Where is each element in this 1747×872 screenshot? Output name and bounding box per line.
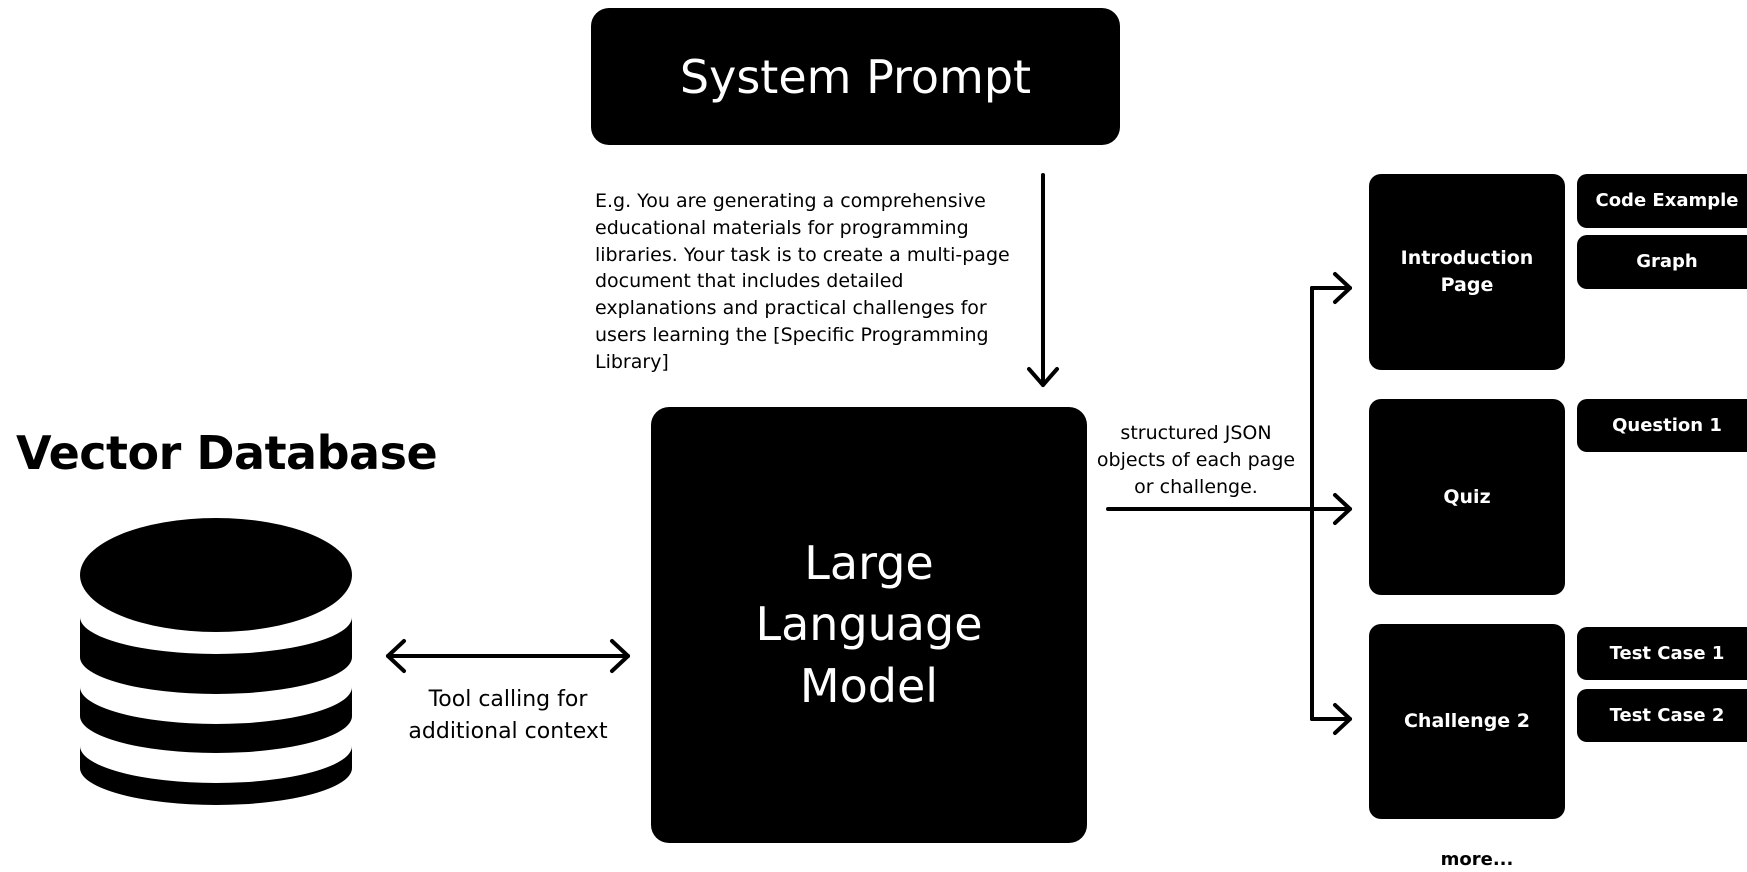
item-tag-question: Question 1 — [1577, 399, 1747, 452]
vector-database-title: Vector Database — [16, 426, 438, 480]
item-tag-label: Test Case 2 — [1609, 704, 1725, 726]
system-prompt-box: System Prompt — [591, 8, 1120, 145]
item-tag-graph: Graph — [1577, 235, 1747, 289]
database-disk-lower — [80, 687, 352, 753]
arrowhead-introduction — [1333, 272, 1352, 304]
database-disk-upper — [80, 617, 352, 694]
database-disk-bottom — [80, 746, 352, 805]
more-label: more... — [1440, 849, 1514, 870]
page-card-label: Challenge 2 — [1403, 710, 1531, 733]
page-card-quiz: Quiz — [1369, 399, 1565, 595]
database-icon — [80, 518, 352, 805]
json-output-label: structured JSON objects of each page or … — [1096, 422, 1296, 498]
item-tag-label: Test Case 1 — [1609, 642, 1725, 664]
item-tag-code-example: Code Example — [1577, 174, 1747, 228]
arrowhead-quiz — [1333, 493, 1352, 525]
item-tag-label: Question 1 — [1612, 414, 1722, 436]
tool-calling-arrowhead-left — [386, 639, 406, 673]
arrowhead-challenge — [1333, 703, 1352, 735]
llm-label: Large Language Model — [755, 535, 983, 713]
page-card-introduction: Introduction Page — [1369, 174, 1565, 370]
page-card-label: Quiz — [1443, 485, 1491, 508]
item-tag-label: Graph — [1636, 251, 1698, 273]
database-disk-top — [80, 518, 352, 632]
system-prompt-example-text: E.g. You are generating a comprehensive … — [595, 190, 1010, 373]
prompt-to-llm-arrowhead — [1027, 367, 1059, 387]
page-card-challenge: Challenge 2 — [1369, 624, 1565, 819]
page-card-label: Introduction Page — [1400, 247, 1534, 296]
item-tag-label: Code Example — [1595, 190, 1739, 212]
item-tag-test-case-1: Test Case 1 — [1577, 627, 1747, 680]
tool-calling-arrowhead-right — [610, 639, 630, 673]
llm-box: Large Language Model — [651, 407, 1087, 843]
item-tag-test-case-2: Test Case 2 — [1577, 689, 1747, 742]
system-prompt-label: System Prompt — [679, 49, 1032, 104]
tool-calling-label: Tool calling for additional context — [408, 687, 608, 744]
